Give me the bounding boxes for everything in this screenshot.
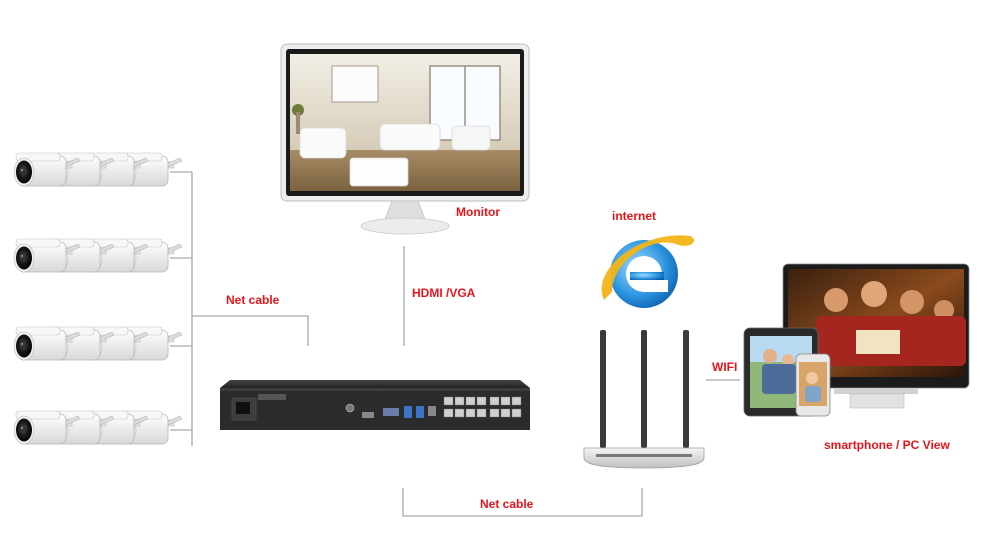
router-icon — [583, 330, 705, 469]
net-cable-bottom-label: Net cable — [480, 497, 534, 511]
net-cable-left-label: Net cable — [226, 293, 280, 307]
camera-row-3 — [13, 326, 183, 361]
camera-row-4 — [13, 410, 183, 445]
smartphone-icon — [795, 353, 831, 417]
smartphone-pc-view-label: smartphone / PC View — [824, 438, 950, 452]
net-cable-line — [192, 315, 309, 346]
net-cable-bottom-line — [402, 488, 643, 517]
hdmi-vga-label: HDMI /VGA — [412, 286, 476, 300]
monitor-icon — [280, 43, 530, 235]
camera-row-1 — [13, 152, 183, 187]
nvr-icon — [220, 380, 530, 430]
ip-cameras — [13, 152, 183, 445]
internet-label: internet — [612, 209, 657, 223]
monitor-label: Monitor — [456, 205, 500, 219]
wifi-label: WIFI — [712, 360, 738, 374]
camera-row-2 — [13, 238, 183, 273]
internet-explorer-icon — [601, 235, 695, 308]
connection-lines — [170, 171, 740, 517]
